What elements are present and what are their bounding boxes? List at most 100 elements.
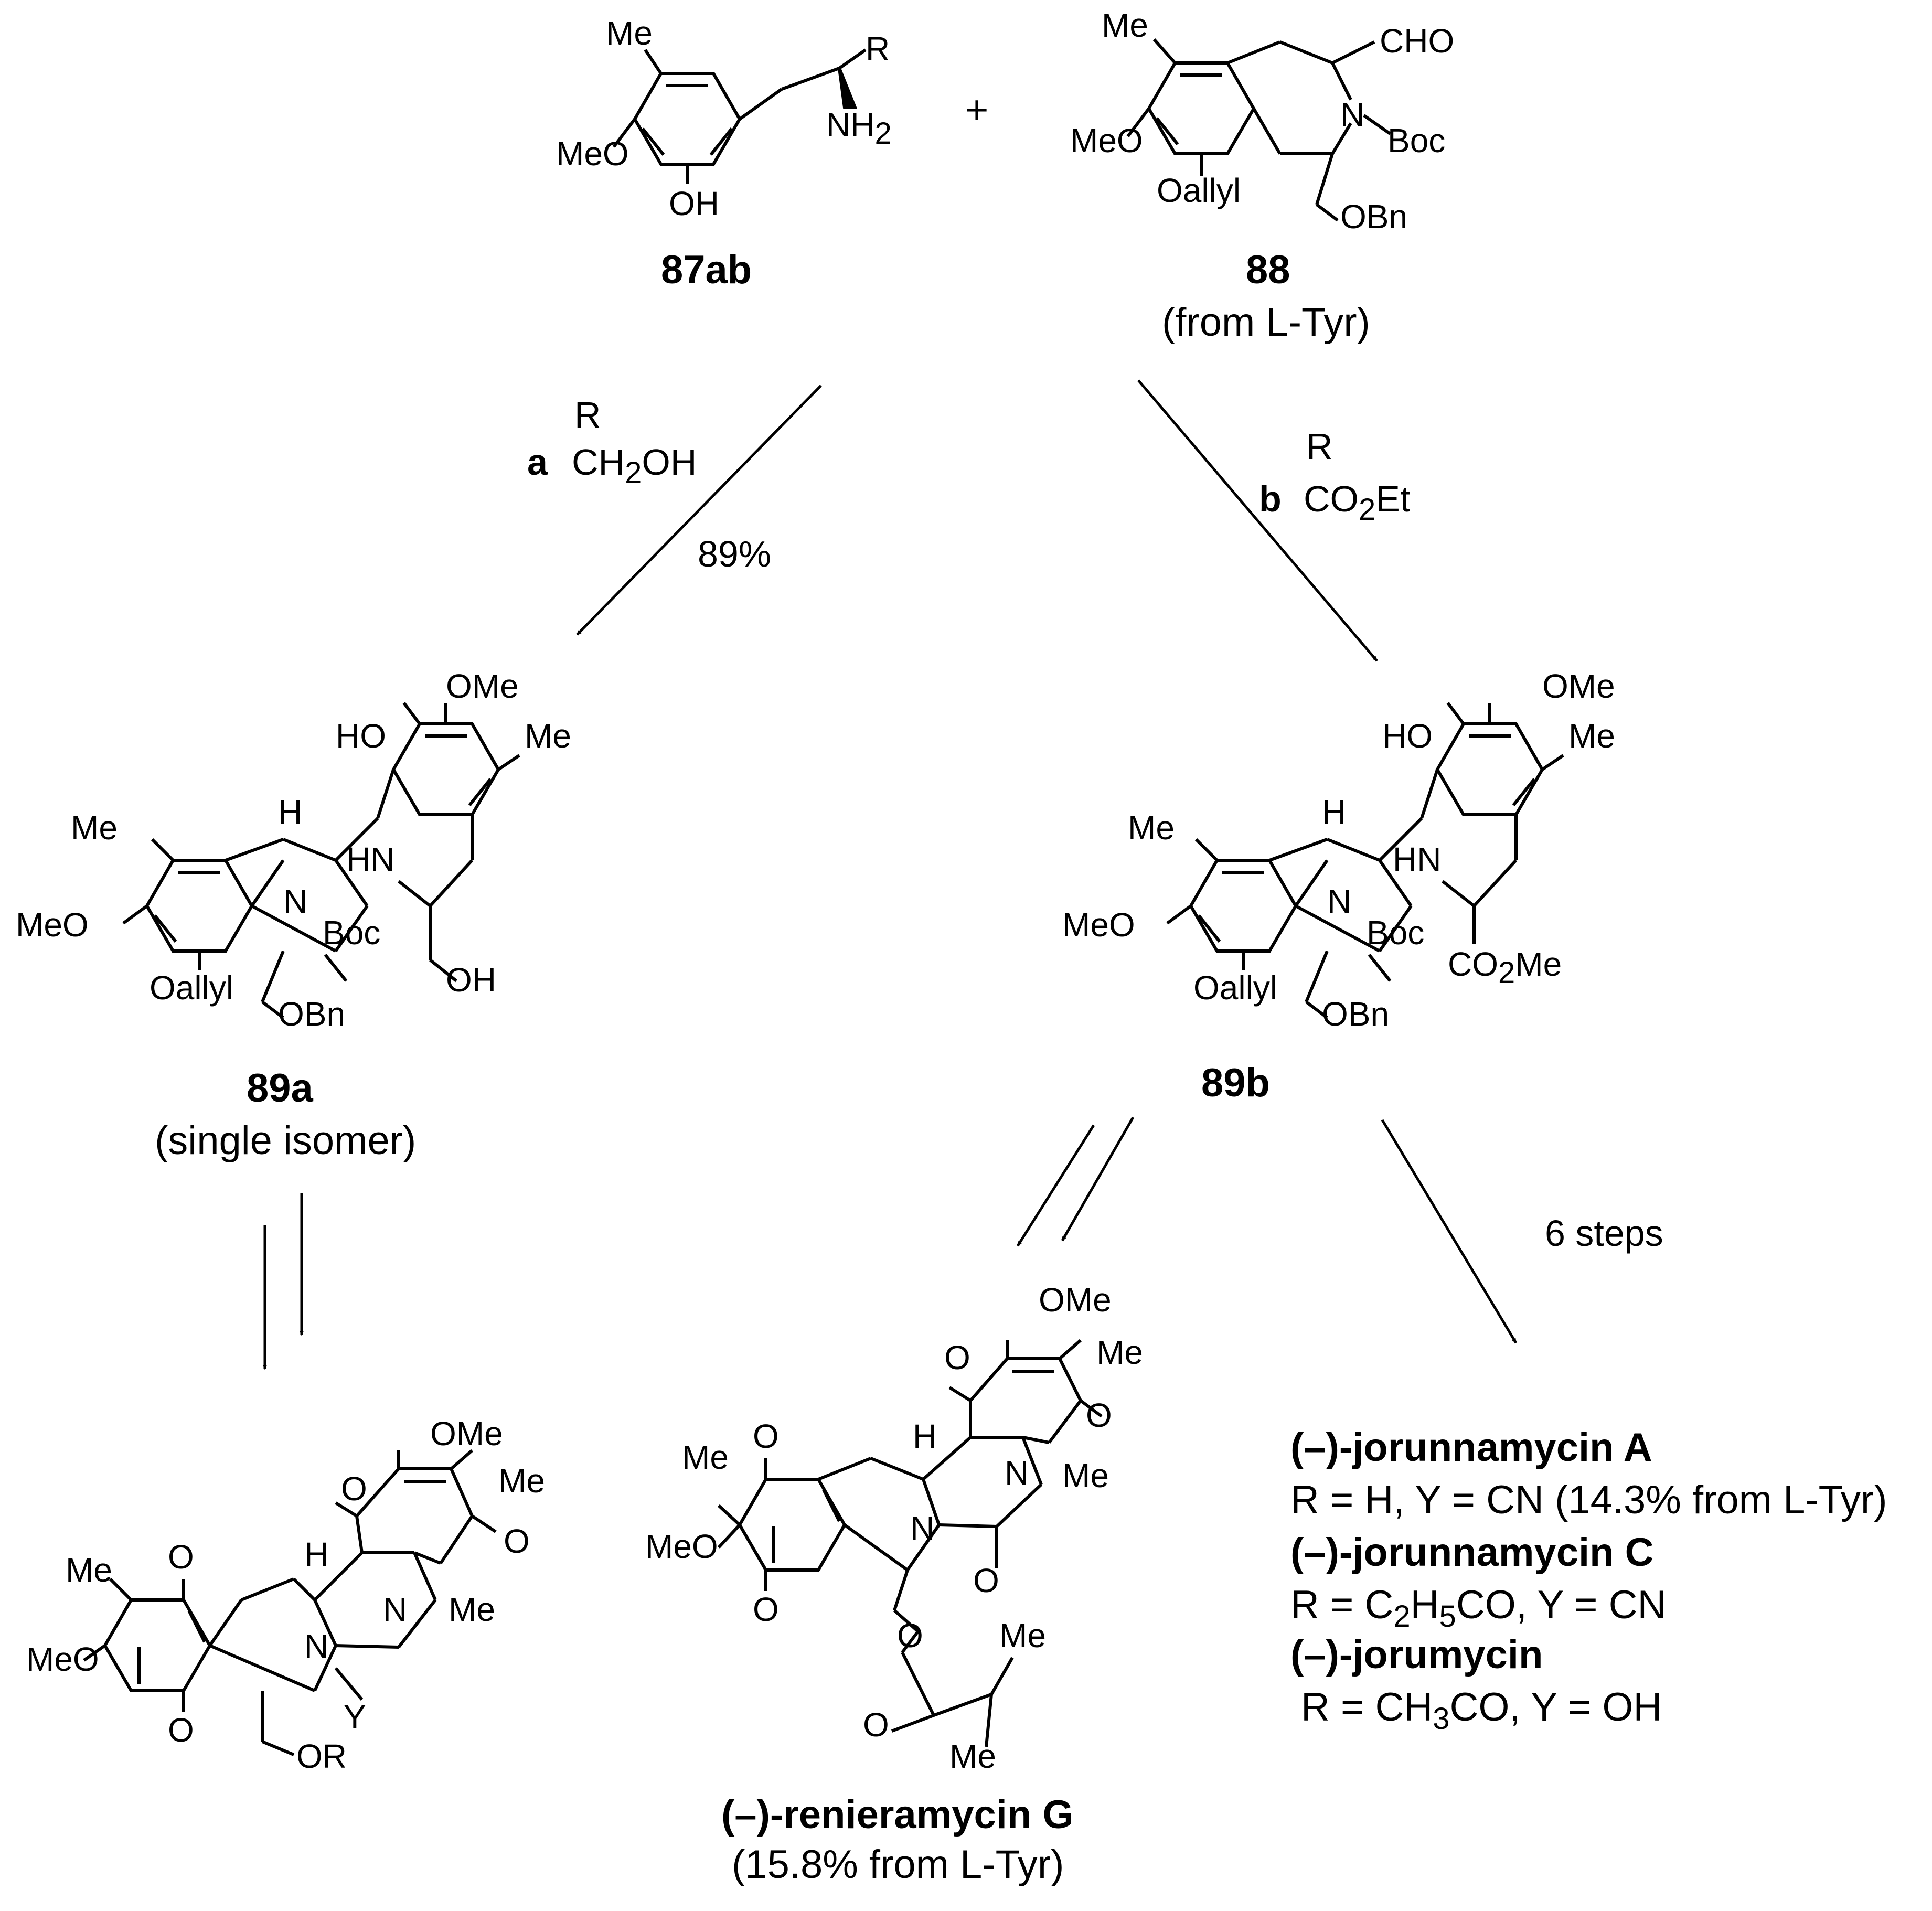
hydroxyl-label: HO (1382, 717, 1433, 755)
carbonyl-o-label: O (753, 1590, 779, 1628)
methyl-label: Me (71, 809, 118, 847)
methoxy-top-label: OMe (1039, 1281, 1112, 1319)
hydroxyl-label: HO (336, 717, 386, 755)
compound-note-89a: (single isomer) (155, 1118, 416, 1163)
arrow-to-89b (1137, 379, 1378, 662)
product-name-jorumycin: (–)-jorumycin (1290, 1632, 1543, 1677)
condition-a: R a CH2OH 89% (527, 394, 771, 574)
product-list: (–)-jorunnamycin A R = H, Y = CN (14.3% … (1290, 1425, 1887, 1736)
methoxy-top-label: OMe (430, 1415, 503, 1453)
condition-letter-b: b (1259, 478, 1282, 519)
stereo-h-label: H (913, 1417, 937, 1455)
boc-label: Boc (1367, 914, 1424, 952)
n-methyl-label: Me (1062, 1457, 1109, 1494)
compound-label-87ab: 87ab (661, 248, 752, 292)
structure-88 (1126, 38, 1391, 222)
amine-label: HN (1393, 840, 1441, 878)
ring-nitrogen-label: N (304, 1627, 328, 1665)
nitrogen-label: N (283, 882, 307, 920)
labels-87ab: Me MeO OH R NH2 87ab (556, 14, 892, 292)
compound-label-89b: 89b (1201, 1061, 1270, 1105)
nitrogen-label: N (1327, 882, 1351, 920)
arrow-to-89a (576, 385, 822, 636)
labels-88: Me MeO Oallyl CHO N Boc OBn 88 (from L-T… (1070, 6, 1454, 345)
compound-label-88: 88 (1246, 248, 1290, 292)
compound-label-89a: 89a (247, 1066, 314, 1111)
product-detail-jorumycin: R = CH3CO, Y = OH (1301, 1685, 1662, 1736)
bridge-nitrogen-label: N (1005, 1454, 1029, 1492)
arrow-to-jorunnamycins (1381, 1119, 1518, 1343)
methyl-label: Me (66, 1551, 112, 1589)
product-name-renieramycin: (–)-renieramycin G (721, 1792, 1074, 1837)
r-group-label: R (866, 30, 890, 68)
methoxy-label: MeO (1070, 122, 1143, 159)
obn-label: OBn (1340, 198, 1407, 236)
labels-renieramycin-g: OMe O Me O H O Me N Me N MeO O O O Me O … (645, 1281, 1143, 1775)
ring-nitrogen-label: N (910, 1509, 934, 1547)
hydroxyl-label: OH (446, 961, 496, 999)
hydroxyl-label: OH (669, 185, 719, 222)
structure-89b (1166, 702, 1564, 1019)
labels-jorunnamycin-core: OMe O Me H O Me O N Me MeO N O Y OR (26, 1415, 545, 1775)
structure-87ab (612, 48, 867, 184)
y-substituent-label: Y (344, 1698, 366, 1736)
labels-89b: OMe HO Me H Me HN N MeO Boc CO2Me Oallyl… (1062, 667, 1615, 1105)
product-name-jorunnamycin-a: (–)-jorunnamycin A (1290, 1425, 1652, 1470)
methyl-label: Me (949, 1737, 996, 1775)
product-name-jorunnamycin-c: (–)-jorunnamycin C (1290, 1530, 1654, 1575)
steps-label: 6 steps (1545, 1213, 1663, 1254)
methoxy-label: MeO (645, 1528, 718, 1565)
condition-group-a: CH2OH (572, 442, 697, 490)
boc-label: Boc (323, 914, 380, 952)
oallyl-label: Oallyl (1193, 969, 1277, 1007)
or-label: OR (296, 1737, 347, 1775)
condition-letter-a: a (527, 442, 548, 483)
stereo-h-label: H (278, 793, 302, 831)
condition-r-label: R (574, 394, 601, 435)
methoxy-label: MeO (1062, 906, 1135, 944)
ester-carbonyl-o-label: O (863, 1706, 889, 1744)
ester-o-label: O (897, 1617, 923, 1654)
oallyl-label: Oallyl (150, 969, 233, 1007)
double-arrow-89b-right (1061, 1116, 1135, 1241)
structure-renieramycin-g (717, 1339, 1103, 1747)
boc-label: Boc (1387, 122, 1445, 159)
plus-sign: + (965, 88, 988, 132)
lactam-o-label: O (973, 1562, 999, 1599)
methyl-label: Me (999, 1617, 1046, 1654)
carbonyl-o-label: O (168, 1711, 194, 1749)
bridge-nitrogen-label: N (383, 1590, 407, 1628)
methyl-label: Me (525, 717, 571, 755)
condition-b: R b CO2Et (1259, 426, 1410, 527)
methyl-label: Me (1102, 6, 1148, 44)
amine-label: HN (346, 840, 394, 878)
carbonyl-o-label: O (504, 1522, 530, 1560)
product-yield-renieramycin: (15.8% from L-Tyr) (732, 1842, 1064, 1887)
methyl-label: Me (682, 1438, 729, 1476)
methoxy-top-label: OMe (446, 667, 519, 705)
condition-group-b: CO2Et (1304, 478, 1410, 527)
aldehyde-label: CHO (1380, 22, 1454, 60)
product-detail-jorunnamycin-c: R = C2H5CO, Y = CN (1290, 1583, 1666, 1634)
condition-yield-a: 89% (698, 533, 771, 574)
n-methyl-label: Me (449, 1590, 495, 1628)
methoxy-label: MeO (556, 135, 629, 173)
methyl-label: Me (498, 1462, 545, 1500)
methoxy-top-label: OMe (1542, 667, 1615, 705)
product-detail-jorunnamycin-a: R = H, Y = CN (14.3% from L-Tyr) (1290, 1478, 1887, 1522)
carbonyl-o-label: O (168, 1538, 194, 1576)
methyl-label: Me (1568, 717, 1615, 755)
methoxy-label: MeO (26, 1640, 99, 1678)
stereo-h-label: H (1322, 793, 1346, 831)
obn-label: OBn (1322, 995, 1389, 1033)
methyl-label: Me (606, 14, 653, 52)
carbonyl-o-label: O (341, 1470, 367, 1508)
double-arrow-89b-left (1016, 1124, 1095, 1246)
carbonyl-o-label: O (1086, 1396, 1112, 1434)
oallyl-label: Oallyl (1157, 172, 1241, 209)
structure-89a (122, 702, 520, 1019)
methoxy-label: MeO (16, 906, 89, 944)
amine-label: NH2 (826, 106, 892, 151)
ester-label: CO2Me (1448, 945, 1562, 990)
